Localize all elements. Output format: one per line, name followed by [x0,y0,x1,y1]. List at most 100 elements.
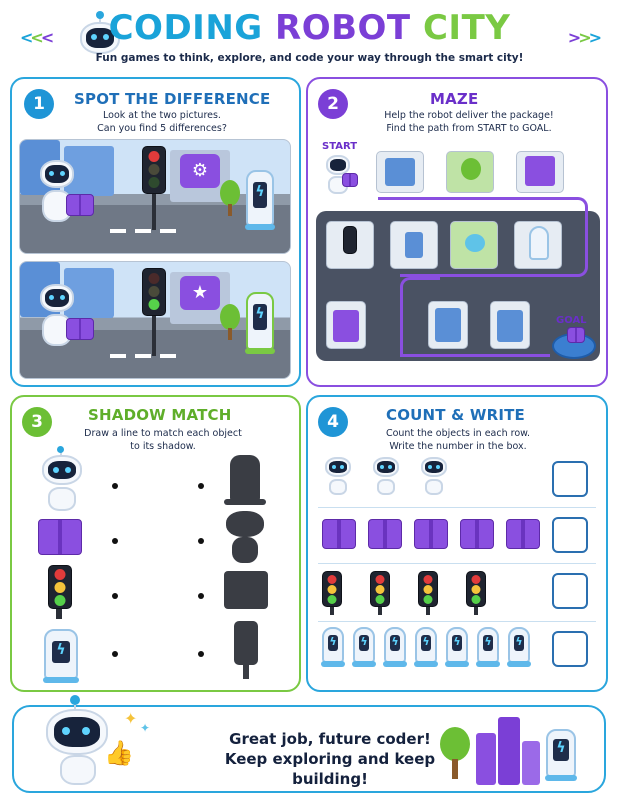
instructions-line: Find the path from START to GOAL. [386,123,552,134]
goal-label: GOAL [556,315,587,326]
maze-tile-park [450,221,498,269]
section-title: COUNT & WRITE [386,406,526,424]
match-dot-right[interactable] [198,651,204,657]
package-box-icon [66,318,94,340]
charger-shadow-base [224,499,266,505]
tree-icon [438,727,472,787]
match-dot-left[interactable] [112,593,118,599]
answer-box[interactable] [552,573,588,609]
footer-line: Great job, future coder! [229,730,431,748]
section-number-badge: 1 [24,89,54,119]
maze-path [400,207,588,277]
robot-icon [370,457,404,499]
robot-icon [34,160,84,240]
robot-shadow [226,511,264,537]
section-number-badge: 2 [318,89,348,119]
section-title: SHADOW MATCH [88,406,232,424]
charging-station-icon: ϟ [507,627,531,667]
section-number-badge: 3 [22,407,52,437]
package-box-object [38,519,82,555]
charging-station-icon: ϟ [245,170,275,230]
box-shadow [224,571,268,609]
section-instructions: Draw a line to match each object to its … [68,427,258,453]
maze-tile-building [376,151,424,193]
package-box-icon [414,519,448,549]
charging-station-icon: ϟ [321,627,345,667]
charging-station-icon: ϟ [445,627,469,667]
charging-station-icon: ϟ [383,627,407,667]
sparkle-icon: ✦ [140,721,151,735]
section-title: MAZE [430,90,479,108]
footer-message: Great job, future coder! Keep exploring … [190,729,470,789]
charging-station-icon: ϟ [414,627,438,667]
traffic-light-icon [322,571,344,615]
start-robot-icon [322,155,362,199]
section-instructions: Look at the two pictures. Can you find 5… [62,109,262,135]
start-label: START [322,141,358,152]
section-instructions: Help the robot deliver the package! Find… [354,109,584,135]
answer-box[interactable] [552,461,588,497]
package-box-icon [66,194,94,216]
instructions-line: Write the number in the box. [389,441,527,452]
decorative-arrows-right: >>> [567,28,602,47]
instructions-line: Can you find 5 differences? [97,123,227,134]
page-header: <<< CODING ROBOT CITY Fun games to think… [0,0,619,75]
goal-pad [552,327,596,359]
traffic-light-icon [418,571,440,615]
charging-station-object: ϟ [43,629,79,683]
robot-object [34,446,94,513]
tree-icon [218,180,242,220]
maze-tile-traffic-light [326,221,374,269]
maze-tile-building [428,301,468,349]
package-box-icon [368,519,402,549]
thumbs-up-robot-icon: 👍 [40,695,134,789]
traffic-light-icon [142,268,166,316]
robot-shadow-body [232,537,258,563]
charger-shadow [230,455,260,501]
picture-b[interactable]: ★ ϟ [19,261,291,379]
billboard-gear-sign: ⚙ [180,154,220,188]
instructions-line: Count the objects in each row. [385,428,531,439]
section-instructions: Count the objects in each row. Write the… [368,427,548,453]
match-dot-right[interactable] [198,538,204,544]
count-and-write-panel: 4 COUNT & WRITE Count the objects in eac… [306,395,608,692]
maze-tile-building [490,301,530,349]
footer-line: Keep exploring and keep building! [224,750,436,788]
picture-a[interactable]: ⚙ ϟ [19,139,291,254]
sparkle-icon: ✦ [124,709,138,728]
traffic-light-icon [370,571,392,615]
footer-banner: 👍 ✦ ✦ Great job, future coder! Keep expl… [12,695,606,793]
thumbs-up-icon: 👍 [104,739,134,767]
match-dot-left[interactable] [112,651,118,657]
instructions-line: to its shadow. [130,441,196,452]
header-robot-icon [78,11,122,58]
answer-box[interactable] [552,631,588,667]
section-number-badge: 4 [318,407,348,437]
city-buildings-icon [476,713,540,785]
package-box-icon [322,519,356,549]
traffic-light-icon [466,571,488,615]
maze-tile-charger [514,221,562,269]
match-dot-right[interactable] [198,593,204,599]
maze-tile-car [390,221,438,269]
traffic-light-shadow-pole [243,663,249,679]
match-dot-right[interactable] [198,483,204,489]
maze-panel: 2 MAZE Help the robot deliver the packag… [306,77,608,387]
title-word-robot: ROBOT [275,8,411,48]
tree-icon [218,304,242,344]
charging-station-icon: ϟ [476,627,500,667]
shadow-match-panel: 3 SHADOW MATCH Draw a line to match each… [10,395,301,692]
instructions-line: Look at the two pictures. [103,110,221,121]
decorative-arrows-left: <<< [20,28,54,47]
answer-box[interactable] [552,517,588,553]
maze-path [400,353,550,357]
robot-icon [418,457,452,499]
match-dot-left[interactable] [112,483,118,489]
maze-tile-tree [446,151,494,193]
page-title: CODING ROBOT CITY [0,8,619,48]
traffic-light-icon [142,146,166,194]
charging-station-icon: ϟ [245,292,275,354]
maze-tile-building [516,151,564,193]
charging-station-icon: ϟ [352,627,376,667]
match-dot-left[interactable] [112,538,118,544]
